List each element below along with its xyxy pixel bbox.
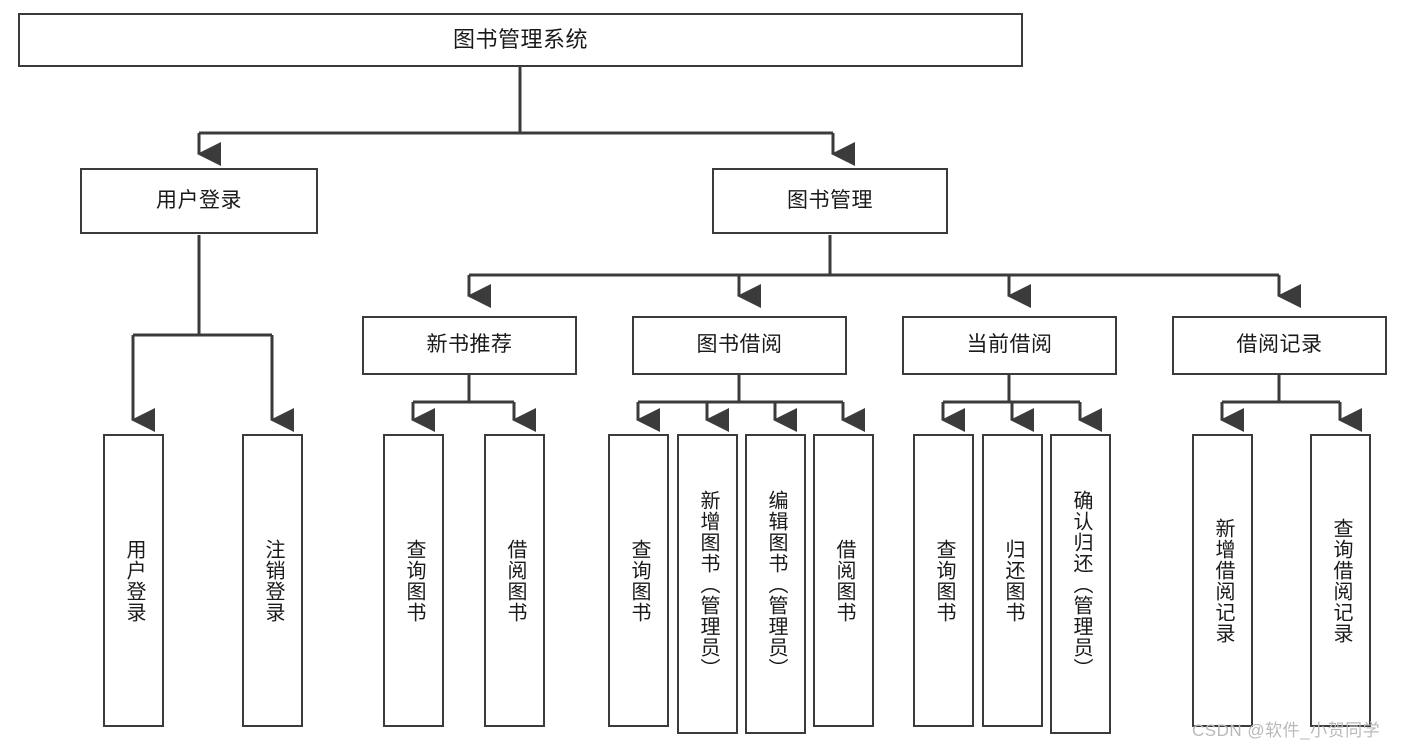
node-leaf-confirm-return[interactable]: 确认归还（管理员） [1050,434,1111,734]
node-leaf-add-record[interactable]: 新增借阅记录 [1192,434,1253,727]
node-leaf-borrow-book-2[interactable]: 借阅图书 [813,434,874,727]
node-leaf-edit-book[interactable]: 编辑图书（管理员） [745,434,806,734]
node-leaf-query-book-1-label: 查询图书 [403,538,425,623]
node-leaf-user-logout[interactable]: 注销登录 [242,434,303,727]
node-leaf-query-book-3[interactable]: 查询图书 [913,434,974,727]
node-leaf-add-book-label: 新增图书（管理员） [697,489,719,679]
node-book-borrow-label: 图书借阅 [696,333,783,357]
node-leaf-query-record[interactable]: 查询借阅记录 [1310,434,1371,727]
csdn-watermark: CSDN @软件_小贺同学 [1192,721,1381,740]
node-leaf-user-login[interactable]: 用户登录 [103,434,164,727]
node-leaf-query-book-1[interactable]: 查询图书 [383,434,444,727]
node-leaf-add-record-label: 新增借阅记录 [1212,517,1234,644]
node-current-borrow-label: 当前借阅 [966,333,1053,357]
node-leaf-query-book-2-label: 查询图书 [628,538,650,623]
node-new-book-recommend[interactable]: 新书推荐 [362,316,577,375]
node-root-label: 图书管理系统 [452,27,588,53]
node-borrow-record-label: 借阅记录 [1236,333,1323,357]
node-leaf-user-logout-label: 注销登录 [262,538,284,623]
node-user-login[interactable]: 用户登录 [80,168,318,234]
node-leaf-borrow-book-1-label: 借阅图书 [504,538,526,623]
node-book-borrow[interactable]: 图书借阅 [632,316,847,375]
node-new-book-recommend-label: 新书推荐 [426,333,513,357]
node-leaf-query-record-label: 查询借阅记录 [1330,517,1352,644]
node-leaf-add-book[interactable]: 新增图书（管理员） [677,434,738,734]
node-root[interactable]: 图书管理系统 [18,13,1023,67]
node-leaf-query-book-3-label: 查询图书 [933,538,955,623]
node-leaf-query-book-2[interactable]: 查询图书 [608,434,669,727]
node-leaf-return-book-label: 归还图书 [1002,538,1024,623]
node-leaf-user-login-label: 用户登录 [123,538,145,623]
node-leaf-edit-book-label: 编辑图书（管理员） [765,489,787,679]
node-borrow-record[interactable]: 借阅记录 [1172,316,1387,375]
node-user-login-label: 用户登录 [156,188,242,212]
node-book-manage-label: 图书管理 [787,188,873,212]
node-book-manage[interactable]: 图书管理 [712,168,948,234]
node-leaf-confirm-return-label: 确认归还（管理员） [1070,489,1092,679]
node-leaf-return-book[interactable]: 归还图书 [982,434,1043,727]
node-leaf-borrow-book-2-label: 借阅图书 [833,538,855,623]
node-leaf-borrow-book-1[interactable]: 借阅图书 [484,434,545,727]
node-current-borrow[interactable]: 当前借阅 [902,316,1117,375]
